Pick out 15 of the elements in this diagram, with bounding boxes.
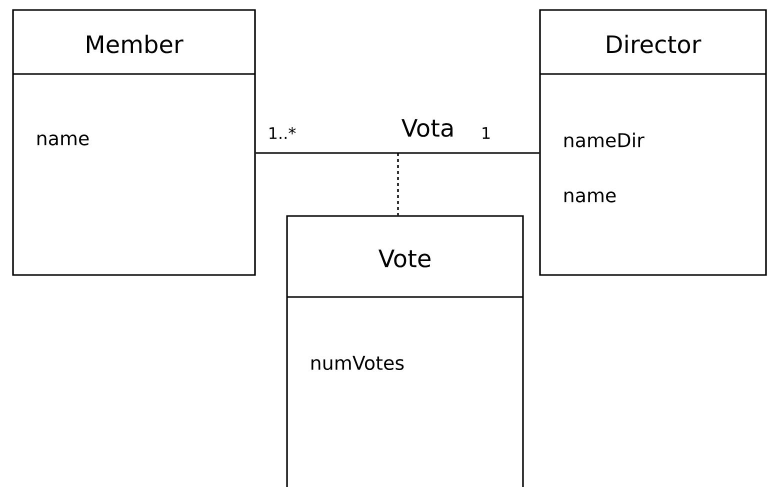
association-class-line <box>397 153 399 216</box>
class-box <box>12 9 256 276</box>
attribute-text: name <box>38 134 89 146</box>
multiplicity-label: 1..* <box>270 127 296 139</box>
class-name: Member <box>87 34 184 54</box>
association-name: Vota <box>402 119 453 137</box>
class-name: Director <box>607 34 702 54</box>
attribute-text: numVotes <box>312 356 404 370</box>
multiplicity-label: 1 <box>482 127 490 139</box>
attribute-text: nameDir <box>564 132 644 148</box>
class-box <box>539 9 767 276</box>
association-line <box>256 152 540 154</box>
attribute-text: name <box>564 192 616 202</box>
class-box <box>286 215 524 487</box>
class-name: Vote <box>378 250 430 268</box>
